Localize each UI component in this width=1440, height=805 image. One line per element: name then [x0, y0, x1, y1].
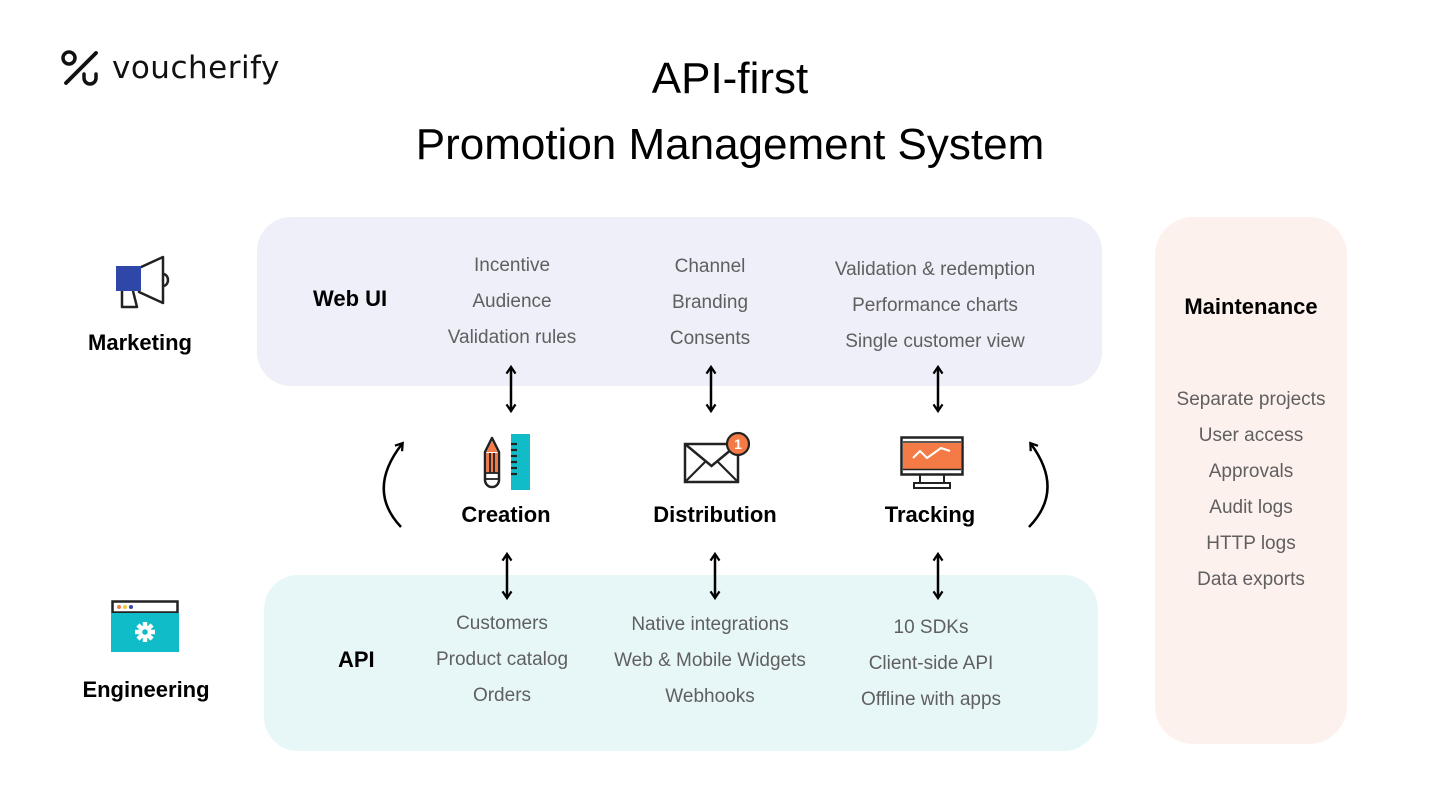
list-item: Branding — [671, 292, 749, 313]
curved-arrow-left — [382, 441, 404, 528]
envelope-notification-icon: 1 — [683, 431, 751, 484]
list-item: Approvals — [1208, 461, 1294, 482]
role-marketing-label: Marketing — [88, 330, 192, 355]
list-item: Orders — [472, 685, 532, 706]
list-item: Offline with apps — [860, 689, 1002, 710]
api-panel — [264, 575, 1098, 751]
web-ui-column-distribution: Channel Branding Consents — [610, 249, 810, 357]
list-item: Audience — [472, 291, 552, 312]
megaphone-icon — [116, 255, 170, 309]
list-item: Customers — [456, 613, 548, 634]
list-item: Native integrations — [631, 614, 789, 635]
percent-logo-icon — [61, 50, 98, 86]
web-ui-panel — [257, 217, 1102, 386]
list-item: Channel — [674, 256, 746, 277]
api-column-distribution: Native integrations Web & Mobile Widgets… — [595, 607, 825, 715]
role-engineering-label: Engineering — [82, 677, 210, 702]
list-item: Consents — [669, 328, 751, 349]
notification-badge: 1 — [734, 436, 742, 452]
brand-logo: voucherify — [60, 48, 280, 88]
api-column-tracking: 10 SDKs Client-side API Offline with app… — [820, 610, 1042, 718]
title-line-1: API-first — [651, 54, 809, 103]
maintenance-label: Maintenance — [1184, 294, 1318, 319]
list-item: Client-side API — [868, 653, 994, 674]
list-item: Webhooks — [665, 686, 755, 707]
stage-creation-label: Creation — [461, 502, 551, 527]
monitor-chart-icon — [900, 436, 964, 489]
page-title: API-first Promotion Management System — [0, 46, 1440, 178]
stage-distribution-label: Distribution — [653, 502, 777, 527]
maintenance-panel — [1155, 217, 1347, 744]
list-item: Validation rules — [447, 327, 577, 348]
brand-name: voucherify — [112, 50, 280, 86]
web-ui-column-tracking: Validation & redemption Performance char… — [810, 252, 1060, 360]
list-item: Performance charts — [852, 295, 1018, 316]
list-item: Audit logs — [1209, 497, 1293, 518]
list-item: Data exports — [1197, 569, 1305, 590]
curved-arrow-right — [1028, 441, 1049, 528]
list-item: Product catalog — [435, 649, 569, 670]
browser-gear-icon — [111, 600, 179, 652]
title-line-2: Promotion Management System — [415, 120, 1045, 169]
list-item: Incentive — [473, 255, 551, 276]
list-item: Single customer view — [845, 331, 1025, 352]
list-item: User access — [1198, 425, 1304, 446]
list-item: Separate projects — [1176, 389, 1326, 410]
web-ui-label: Web UI — [313, 286, 388, 311]
list-item: 10 SDKs — [893, 617, 969, 638]
list-item: Web & Mobile Widgets — [614, 650, 806, 671]
maintenance-list: Separate projects User access Approvals … — [1155, 382, 1347, 598]
web-ui-column-creation: Incentive Audience Validation rules — [412, 248, 612, 356]
list-item: Validation & redemption — [834, 259, 1036, 280]
api-label: API — [338, 647, 375, 672]
pencil-ruler-icon — [483, 434, 530, 490]
list-item: HTTP logs — [1206, 533, 1296, 554]
stage-tracking-label: Tracking — [884, 502, 976, 527]
api-column-creation: Customers Product catalog Orders — [402, 606, 602, 714]
